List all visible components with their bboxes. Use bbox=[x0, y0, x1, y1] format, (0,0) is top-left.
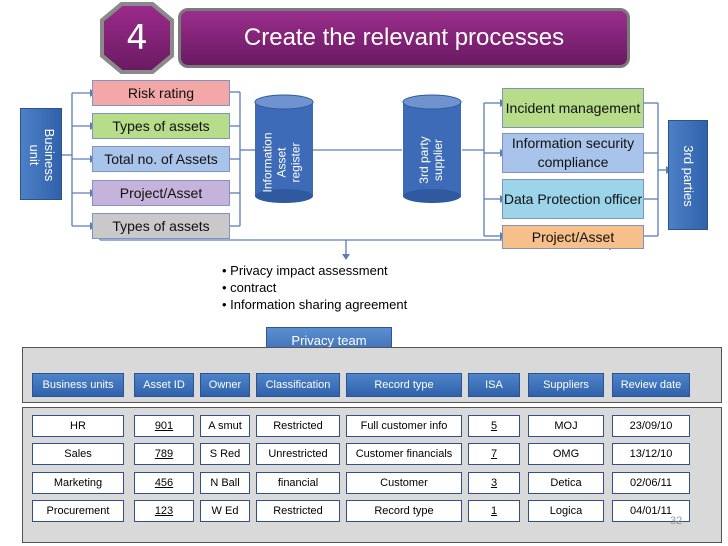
table-cell: 789 bbox=[134, 443, 194, 465]
table-cell: HR bbox=[32, 415, 124, 437]
table-cell: Customer bbox=[346, 472, 462, 494]
table-cell: N Ball bbox=[200, 472, 250, 494]
info-asset-line3: register bbox=[288, 142, 303, 183]
infosec-compliance-box: Information security compliance bbox=[502, 133, 644, 173]
page-title: Create the relevant processes bbox=[178, 8, 630, 68]
info-asset-line1: Information bbox=[260, 132, 275, 193]
third-parties-label: 3rd parties bbox=[681, 145, 696, 207]
supplier-line1: 3rd party bbox=[417, 136, 431, 184]
table-cell: 456 bbox=[134, 472, 194, 494]
table-cell: 5 bbox=[468, 415, 520, 437]
business-unit-line1: Business bbox=[42, 128, 57, 182]
bullet-contract: • contract bbox=[222, 280, 277, 295]
bullet-isa: • Information sharing agreement bbox=[222, 297, 408, 312]
table-cell: 02/06/11 bbox=[612, 472, 690, 494]
table-cell: financial bbox=[256, 472, 340, 494]
supplier-label: 3rd party supplier bbox=[417, 115, 449, 205]
types-of-assets-box-2: Types of assets bbox=[92, 213, 230, 239]
table-cell: 1 bbox=[468, 500, 520, 522]
table-cell: S Red bbox=[200, 443, 250, 465]
header-review-date: Review date bbox=[612, 373, 690, 397]
header-classification: Classification bbox=[256, 373, 340, 397]
table-cell: Detica bbox=[528, 472, 604, 494]
table-cell: MOJ bbox=[528, 415, 604, 437]
table-cell: Restricted bbox=[256, 500, 340, 522]
table-cell: Restricted bbox=[256, 415, 340, 437]
table-cell: Customer financials bbox=[346, 443, 462, 465]
slide-number: 32 bbox=[670, 515, 683, 527]
table-cell: 901 bbox=[134, 415, 194, 437]
table-cell: A smut bbox=[200, 415, 250, 437]
third-parties-box: 3rd parties bbox=[668, 120, 708, 230]
business-unit-line2: unit bbox=[27, 144, 42, 166]
process-bullets: • Privacy impact assessment • contract •… bbox=[222, 262, 407, 313]
table-cell: 3 bbox=[468, 472, 520, 494]
project-asset-right-box: Project/Asset bbox=[502, 225, 644, 249]
types-of-assets-box: Types of assets bbox=[92, 113, 230, 139]
step-number: 4 bbox=[126, 18, 148, 58]
table-cell: 04/01/11 bbox=[612, 500, 690, 522]
header-isa: ISA bbox=[468, 373, 520, 397]
total-assets-box: Total no. of Assets bbox=[92, 146, 230, 172]
business-unit-label: Business unit bbox=[27, 108, 57, 202]
info-asset-line2: Asset bbox=[274, 147, 289, 178]
table-cell: 13/12/10 bbox=[612, 443, 690, 465]
data-protection-box: Data Protection officer bbox=[502, 179, 644, 219]
table-cell: Full customer info bbox=[346, 415, 462, 437]
step-badge: 4 bbox=[104, 6, 170, 70]
incident-management-box: Incident management bbox=[502, 88, 644, 128]
header-record-type: Record type bbox=[346, 373, 462, 397]
project-asset-box: Project/Asset bbox=[92, 180, 230, 206]
table-cell: 123 bbox=[134, 500, 194, 522]
table-cell: Logica bbox=[528, 500, 604, 522]
table-cell: Unrestricted bbox=[256, 443, 340, 465]
risk-rating-box: Risk rating bbox=[92, 80, 230, 106]
info-asset-register-label: Information Asset register bbox=[261, 118, 306, 208]
table-cell: Procurement bbox=[32, 500, 124, 522]
bullet-pia: • Privacy impact assessment bbox=[222, 263, 388, 278]
table-cell: Marketing bbox=[32, 472, 124, 494]
table-cell: 23/09/10 bbox=[612, 415, 690, 437]
table-cell: Sales bbox=[32, 443, 124, 465]
table-cell: W Ed bbox=[200, 500, 250, 522]
business-unit-box: Business unit bbox=[20, 108, 62, 200]
table-cell: OMG bbox=[528, 443, 604, 465]
table-cell: 7 bbox=[468, 443, 520, 465]
header-suppliers: Suppliers bbox=[528, 373, 604, 397]
table-cell: Record type bbox=[346, 500, 462, 522]
header-asset-id: Asset ID bbox=[134, 373, 194, 397]
header-owner: Owner bbox=[200, 373, 250, 397]
header-business-units: Business units bbox=[32, 373, 124, 397]
supplier-line2: supplier bbox=[431, 138, 445, 182]
